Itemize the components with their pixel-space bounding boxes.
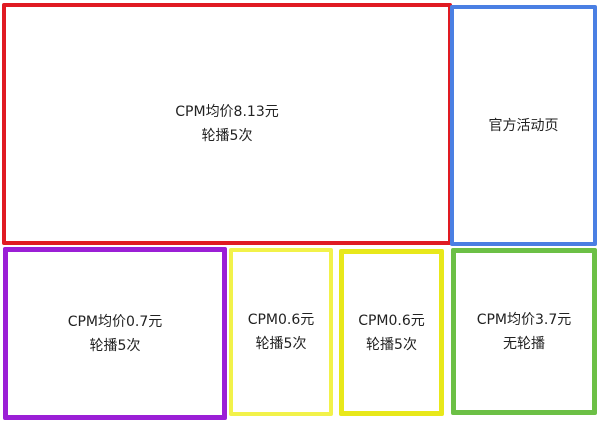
slot-title-label: 官方活动页 (488, 117, 559, 134)
slot-price-label: CPM均价0.7元 (67, 313, 163, 330)
slot-rotation-label: 轮播5次 (366, 336, 417, 353)
ad-slot-bottom-3: CPM0.6元 轮播5次 (339, 249, 444, 416)
ad-slot-bottom-2: CPM0.6元 轮播5次 (229, 248, 333, 416)
slot-rotation-label: 轮播5次 (89, 337, 141, 354)
slot-rotation-label: 无轮播 (503, 335, 545, 352)
slot-price-label: CPM均价3.7元 (476, 311, 572, 328)
slot-rotation-label: 轮播5次 (201, 128, 253, 144)
slot-price-label: CPM0.6元 (358, 312, 425, 329)
ad-slot-main-banner: CPM均价8.13元 轮播5次 (2, 3, 452, 245)
slot-price-label: CPM均价8.13元 (175, 104, 279, 120)
slot-price-label: CPM0.6元 (247, 312, 315, 328)
ad-slot-official-activity: 官方活动页 (450, 5, 597, 246)
slot-rotation-label: 轮播5次 (255, 336, 307, 352)
ad-slot-bottom-1: CPM均价0.7元 轮播5次 (3, 247, 227, 420)
ad-slot-bottom-4: CPM均价3.7元 无轮播 (451, 248, 597, 415)
